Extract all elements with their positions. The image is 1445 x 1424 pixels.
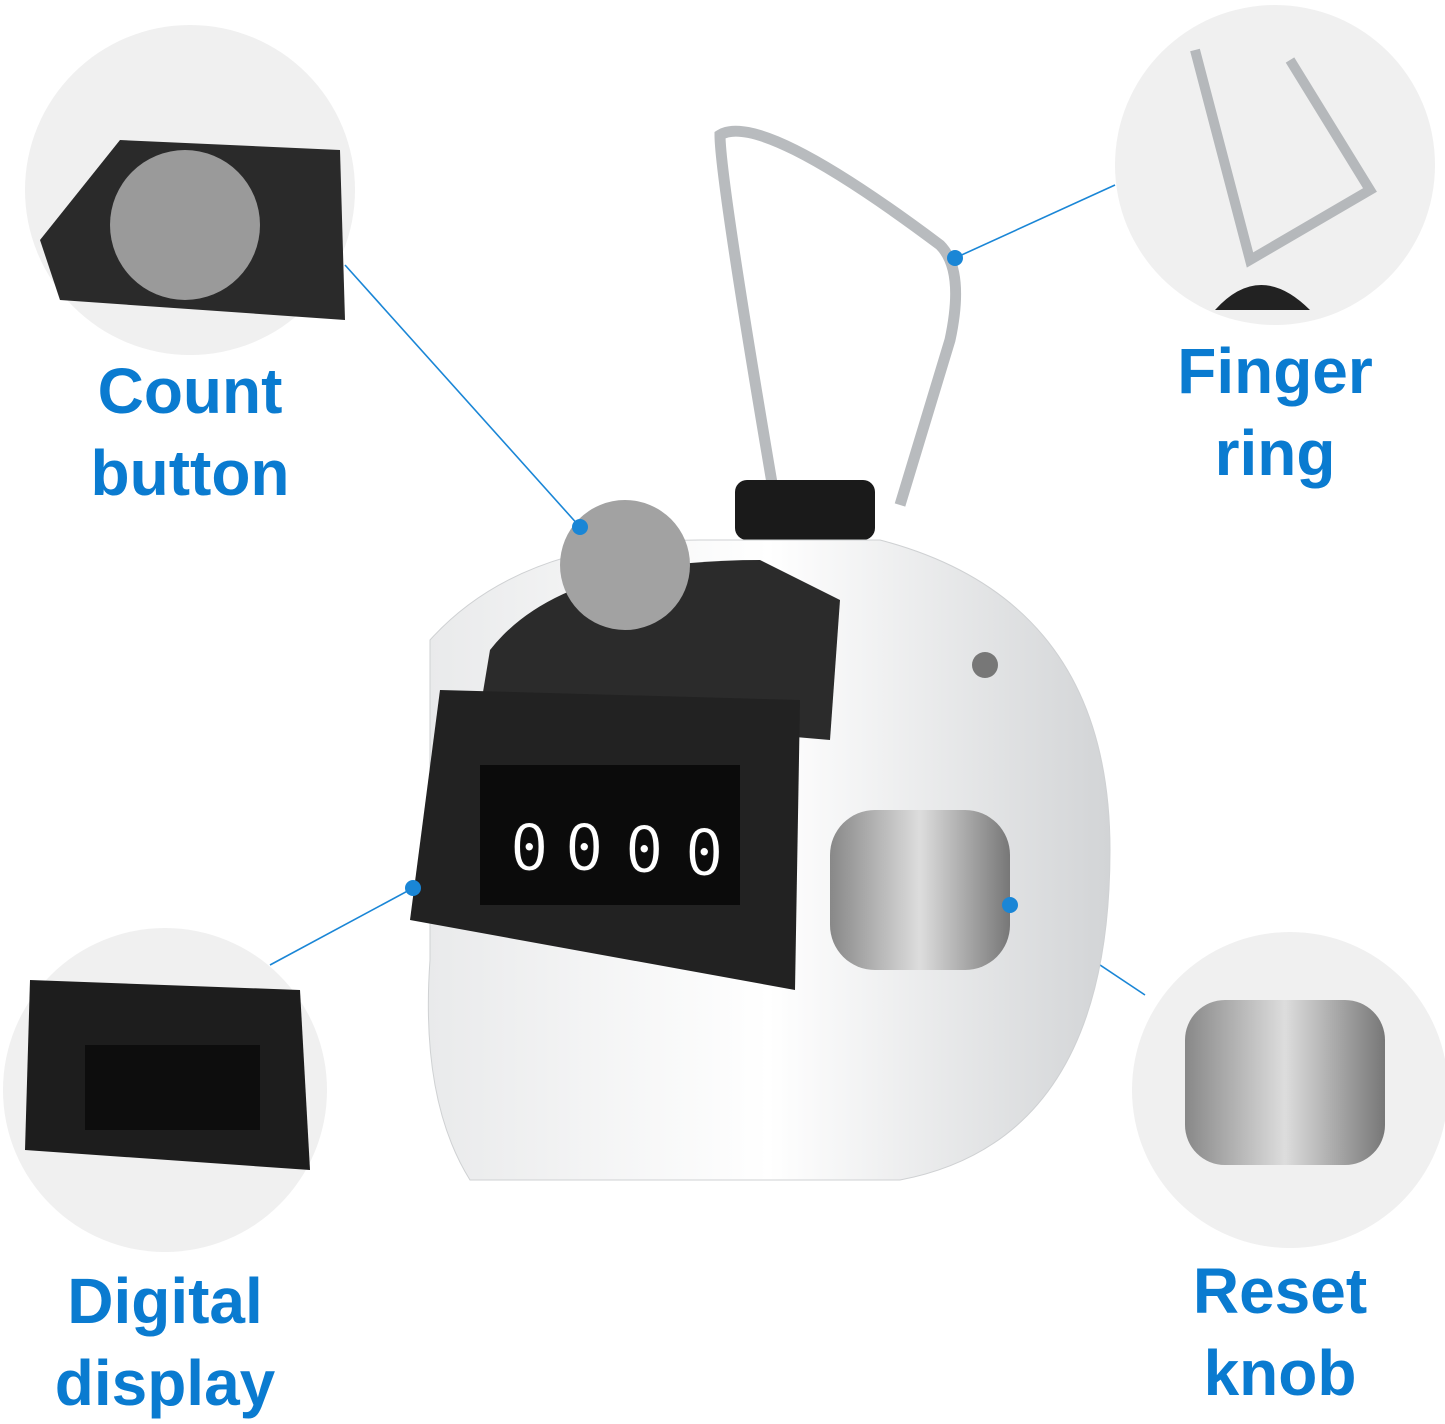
- reset-knob: [830, 810, 1010, 970]
- display-digit: 0: [565, 812, 604, 886]
- digital-display-leader-dot: [405, 880, 421, 896]
- digital-display-detail-window: [85, 1045, 260, 1130]
- label-line: Digital: [67, 1265, 263, 1337]
- finger-ring-detail-circle: [1115, 5, 1435, 325]
- display-window: [480, 765, 740, 905]
- finger-ring-detail: [1190, 48, 1377, 268]
- digital-display-leader: [269, 886, 416, 966]
- finger-ring: [714, 125, 962, 531]
- finger-ring-leader: [954, 184, 1116, 259]
- screw-icon: [972, 652, 998, 678]
- label-line: button: [90, 437, 290, 509]
- display-digit: 0: [685, 817, 724, 891]
- digital-display-label: Digital display: [30, 1260, 300, 1424]
- finger-ring-mount: [735, 480, 875, 540]
- count-button-leader: [344, 264, 581, 528]
- display-digit: 0: [510, 812, 549, 886]
- label-line: display: [54, 1347, 276, 1419]
- finger-ring-label: Finger ring: [1145, 330, 1405, 494]
- finger-ring-leader-dot: [947, 250, 963, 266]
- reset-knob-detail: [1185, 1000, 1385, 1165]
- finger-ring-detail-mount: [1215, 285, 1310, 310]
- count-button: [560, 500, 690, 630]
- count-button-leader-dot: [572, 519, 588, 535]
- label-line: Reset: [1192, 1255, 1368, 1327]
- label-line: knob: [1203, 1337, 1357, 1409]
- count-button-label: Count button: [60, 350, 320, 514]
- count-button-detail: [110, 150, 260, 300]
- reset-knob-label: Reset knob: [1150, 1250, 1410, 1414]
- display-digit: 0: [625, 814, 664, 888]
- reset-knob-leader-dot: [1002, 897, 1018, 913]
- label-line: Finger: [1177, 335, 1373, 407]
- label-line: Count: [97, 355, 283, 427]
- label-line: ring: [1214, 417, 1336, 489]
